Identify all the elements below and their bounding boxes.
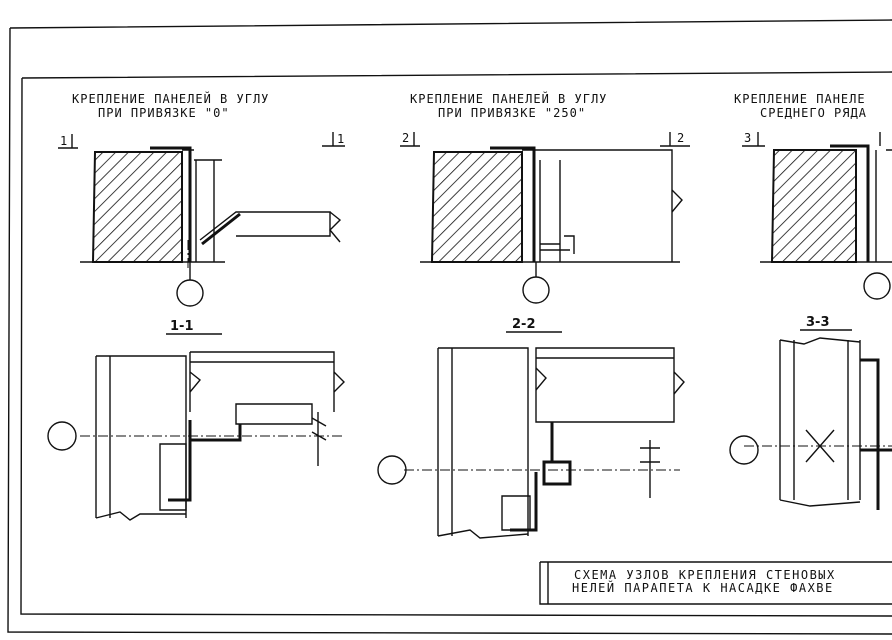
- svg-text:1: 1: [60, 134, 68, 148]
- axis-bubble-section-3: [729, 435, 759, 465]
- section-1-drawing: [47, 351, 345, 521]
- section-3-drawing: [729, 337, 892, 510]
- svg-text:3: 3: [744, 131, 752, 145]
- detail-3-title-line2: СРЕДНЕГО РЯДА: [760, 106, 867, 120]
- detail-1-title-line2: ПРИ ПРИВЯЗКЕ "0": [98, 106, 230, 120]
- axis-bubble-section-2: [377, 455, 407, 485]
- detail-1-cut-mark-right: 1: [322, 132, 345, 147]
- detail-2-title-line2: ПРИ ПРИВЯЗКЕ "250": [438, 106, 586, 120]
- concrete-column-1: [91, 151, 183, 263]
- axis-bubble-section-1: [47, 421, 77, 451]
- axis-bubble-3: [863, 272, 891, 300]
- concrete-column-2: [430, 151, 523, 263]
- detail-2-cut-mark-right: 2: [660, 131, 690, 147]
- svg-text:2: 2: [402, 131, 410, 145]
- detail-2-cut-mark-left: 2: [400, 131, 420, 147]
- axis-bubble-1: [176, 279, 204, 307]
- detail-2-title-line1: КРЕПЛЕНИЕ ПАНЕЛЕЙ В УГЛУ: [410, 91, 607, 106]
- svg-text:1: 1: [337, 132, 345, 146]
- detail-2-plan: [420, 146, 683, 304]
- section-2-label: 2-2: [512, 317, 536, 332]
- detail-3-plan: [760, 144, 892, 300]
- detail-3-title-line1: КРЕПЛЕНИЕ ПАНЕЛЕ: [734, 92, 866, 106]
- concrete-column-3: [770, 149, 857, 263]
- svg-text:2: 2: [677, 131, 685, 145]
- title-block: СХЕМА УЗЛОВ КРЕПЛЕНИЯ СТЕНОВЫХ НЕЛЕЙ ПАР…: [539, 561, 892, 605]
- section-1-label: 1-1: [170, 319, 194, 334]
- outer-frame: [7, 19, 892, 635]
- detail-3-cut-mark-left: 3: [742, 131, 765, 147]
- detail-1-cut-mark-left: 1: [58, 134, 78, 149]
- title-block-line2: НЕЛЕЙ ПАРАПЕТА К НАСАДКЕ ФАХВЕ: [572, 580, 834, 595]
- section-3-label: 3-3: [806, 315, 830, 330]
- detail-1-title-line1: КРЕПЛЕНИЕ ПАНЕЛЕЙ В УГЛУ: [72, 91, 269, 106]
- inner-frame: [20, 71, 892, 617]
- axis-bubble-2: [522, 276, 550, 304]
- detail-1-plan: [80, 146, 342, 307]
- title-block-line1: СХЕМА УЗЛОВ КРЕПЛЕНИЯ СТЕНОВЫХ: [574, 568, 836, 582]
- section-2-drawing: [377, 347, 685, 539]
